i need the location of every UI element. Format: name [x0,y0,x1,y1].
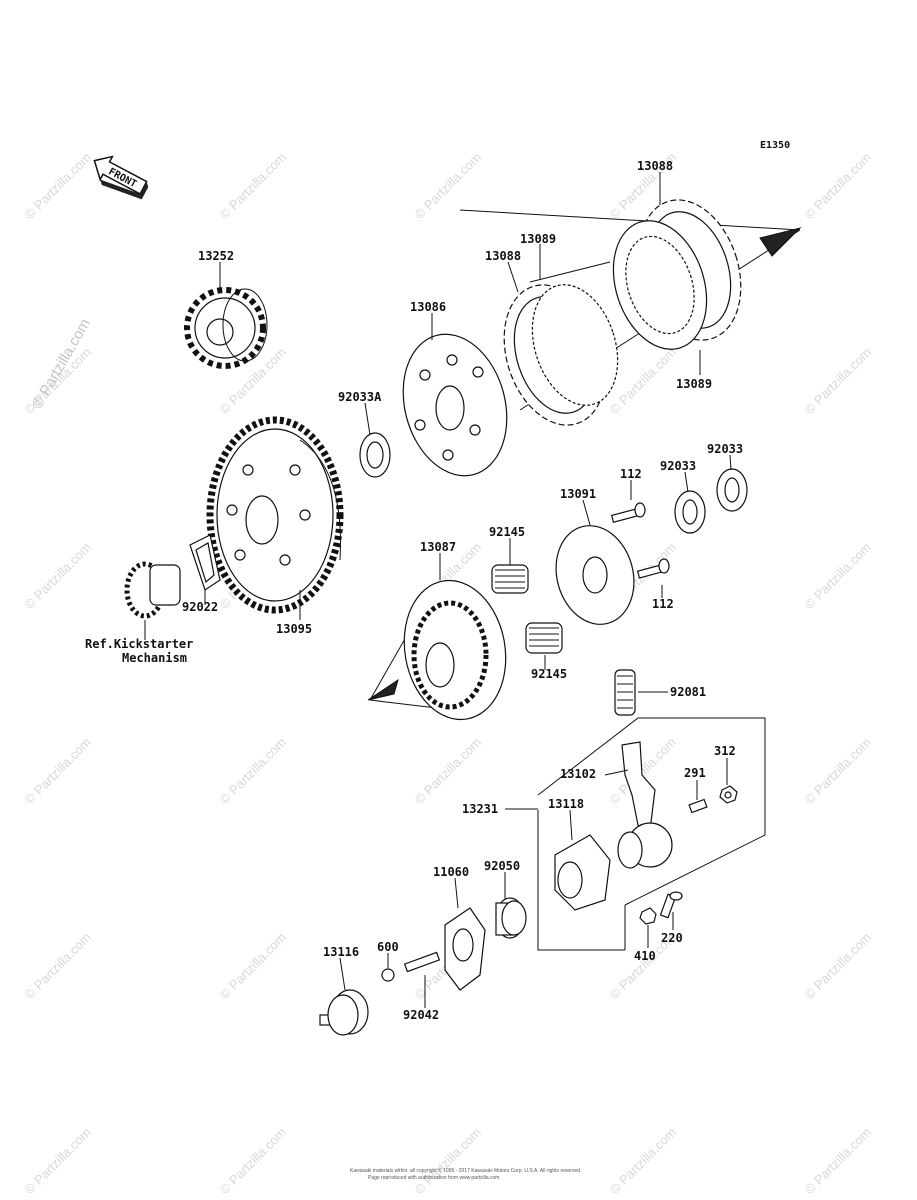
rod-92042 [403,951,441,973]
footer-line-1: Kawasaki materials within, all copyright… [350,1167,581,1174]
washer-92033-b [716,468,748,512]
watermark: © Partzilla.com [802,540,875,613]
screw-291 [688,798,708,814]
clutch-hub-13087 [367,579,507,721]
pressure-plate-13086 [402,333,508,477]
gear-13252 [184,287,268,369]
label-600: 600 [377,940,399,954]
label-13089-bot: 13089 [676,377,712,391]
watermark: © Partzilla.com [802,930,875,1003]
label-112-b: 112 [652,597,674,611]
clutch-housing-13095 [206,416,344,614]
nut-410 [639,907,657,925]
label-220: 220 [661,931,683,945]
watermark: © Partzilla.com [22,735,95,808]
watermark: © Partzilla.com [22,930,95,1003]
screw-220 [659,891,683,919]
bolt-112-a [610,502,646,523]
label-13095: 13095 [276,622,312,636]
clutch-plate-group-mid [503,261,619,426]
label-13088-top: 13088 [637,159,673,173]
clutch-plate-group-top [459,199,802,411]
watermark: © Partzilla.com [607,1125,680,1198]
label-92022: 92022 [182,600,218,614]
front-arrow-icon: FRONT [93,155,149,200]
label-92033-a: 92033 [660,459,696,473]
label-11060: 11060 [433,865,469,879]
spring-92145-b [525,622,563,654]
watermark: © Partzilla.com [22,540,95,613]
washer-92033A [359,432,391,478]
label-112-a: 112 [620,467,642,481]
label-92042: 92042 [403,1008,439,1022]
kickstarter-gear [124,561,181,619]
label-312: 312 [714,744,736,758]
seal-92050 [495,897,527,939]
watermark: © Partzilla.com [217,1125,290,1198]
spring-92081 [614,669,636,716]
holder-13116 [319,989,369,1036]
watermark: © Partzilla.com [412,735,485,808]
diagram-code: E1350 [760,140,790,151]
watermark: © Partzilla.com [217,150,290,223]
ref-note-line1: Ref.Kickstarter [85,637,193,651]
watermark: © Partzilla.com [802,345,875,418]
label-13086: 13086 [410,300,446,314]
label-13116: 13116 [323,945,359,959]
watermark: © Partzilla.com [802,150,875,223]
release-assembly-13231 [537,717,766,951]
nut-312 [719,785,738,804]
ref-note-line2: Mechanism [122,651,187,665]
label-291: 291 [684,766,706,780]
label-92033A: 92033A [338,390,382,404]
label-92050: 92050 [484,859,520,873]
label-92145-b: 92145 [531,667,567,681]
plate-13091 [555,525,635,625]
label-92033-b: 92033 [707,442,743,456]
watermark: © Partzilla.com [412,1125,485,1198]
label-92145-a: 92145 [489,525,525,539]
watermark: © Partzilla.com [217,930,290,1003]
damper-92022 [189,534,221,591]
watermark: © Partzilla.com [802,1125,875,1198]
label-13091: 13091 [560,487,596,501]
footer-line-2: Page reproduced with authorization from … [368,1175,499,1181]
label-13118: 13118 [548,797,584,811]
spring-92145-a [491,564,529,594]
watermark: © Partzilla.com [22,150,95,223]
gasket-11060 [444,907,486,991]
bolt-112-b [636,558,670,579]
washer-92033-a [674,490,706,534]
leader-lines [204,172,732,1008]
watermark: © Partzilla.com [802,735,875,808]
ball-600 [381,968,395,982]
label-13231: 13231 [462,802,498,816]
part-labels: 13088 13089 13088 13089 13252 13086 9203… [182,159,743,1022]
label-13252: 13252 [198,249,234,263]
watermark: © Partzilla.com [217,735,290,808]
ref-kickstarter-note: Ref.Kickstarter Mechanism [85,620,193,665]
label-410: 410 [634,949,656,963]
label-13087: 13087 [420,540,456,554]
label-13089-top: 13089 [520,232,556,246]
label-13102: 13102 [560,767,596,781]
label-92081: 92081 [670,685,706,699]
watermark: © Partzilla.com [22,1125,95,1198]
label-13088-mid: 13088 [485,249,521,263]
